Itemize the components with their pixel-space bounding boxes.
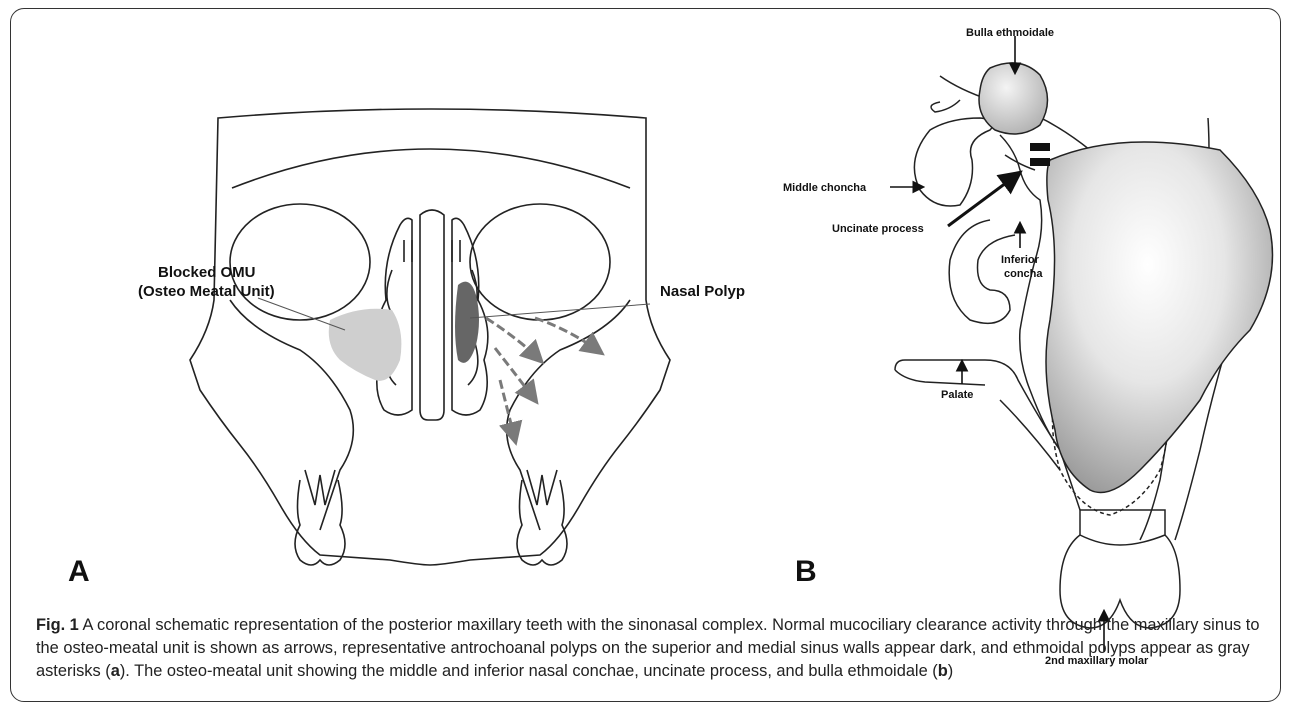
label-uncinate-process: Uncinate process xyxy=(832,223,924,235)
right-tooth-roots xyxy=(527,470,557,505)
maxillary-sinus xyxy=(1046,142,1273,493)
left-orbit xyxy=(230,204,370,320)
clearance-arrow-4 xyxy=(500,380,515,440)
caption-ref-b: b xyxy=(938,662,948,680)
ethmoid-nub xyxy=(931,100,960,112)
polyp-leader-line xyxy=(470,304,650,318)
clearance-arrow-1 xyxy=(486,318,540,360)
label-nasal-polyp: Nasal Polyp xyxy=(660,283,745,300)
panel-a-skull xyxy=(190,109,670,565)
ethmoid-cells xyxy=(404,240,460,262)
nasal-septum xyxy=(420,210,444,420)
label-middle-concha: Middle choncha xyxy=(783,182,867,194)
caption-text-2: ). The osteo-meatal unit showing the mid… xyxy=(120,662,938,680)
label-bulla-ethmoidale: Bulla ethmoidale xyxy=(966,27,1054,39)
caption-text-3: ) xyxy=(948,662,953,680)
blocked-omu-region xyxy=(329,309,402,381)
bulla-ethmoidale-shape xyxy=(979,63,1048,134)
right-tooth xyxy=(517,480,567,565)
arrow-uncinate xyxy=(948,174,1018,226)
label-palate: Palate xyxy=(941,389,973,401)
left-tooth xyxy=(295,480,345,565)
label-blocked-omu-line1: Blocked OMU xyxy=(158,264,256,281)
label-blocked-omu-line2: (Osteo Meatal Unit) xyxy=(138,283,275,300)
forehead-arc xyxy=(232,149,630,188)
right-maxilla xyxy=(507,300,630,530)
uncinate-bar-1 xyxy=(1030,143,1050,151)
molar-neck xyxy=(1080,510,1165,545)
panel-a-letter: A xyxy=(68,555,90,588)
middle-concha-outline xyxy=(914,118,993,206)
panel-b-letter: B xyxy=(795,555,817,588)
uncinate-bar-2 xyxy=(1030,158,1050,166)
clearance-arrow-3 xyxy=(495,348,535,400)
label-inferior-line1: Inferior xyxy=(1001,254,1040,266)
caption-ref-a: a xyxy=(111,662,120,680)
figure-caption: Fig. 1 A coronal schematic representatio… xyxy=(36,614,1266,683)
mucociliary-arrows xyxy=(486,318,600,440)
label-inferior-line2: concha xyxy=(1004,268,1043,280)
caption-fig-label: Fig. 1 xyxy=(36,616,79,634)
nasal-polyp-region xyxy=(455,282,479,363)
right-orbit xyxy=(470,204,610,320)
